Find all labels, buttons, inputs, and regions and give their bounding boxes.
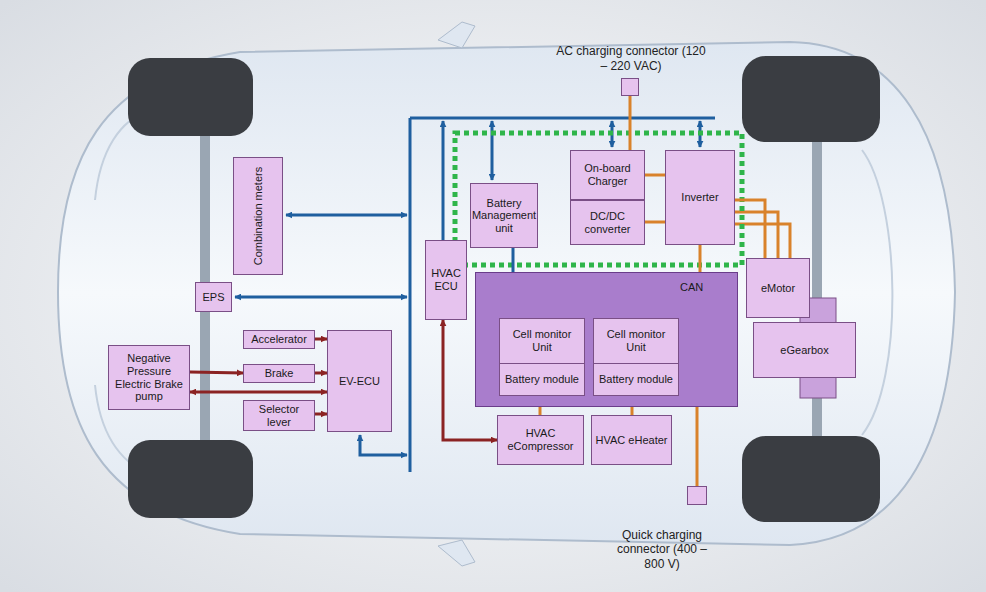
hood-line xyxy=(95,110,150,475)
car-body xyxy=(58,42,955,545)
wheel xyxy=(742,436,880,522)
bus-line xyxy=(409,118,412,472)
box-label: Brake xyxy=(265,367,294,380)
bus-label: CAN xyxy=(680,281,703,294)
component-box: Selector lever xyxy=(243,400,315,431)
connector xyxy=(645,174,665,177)
connector xyxy=(645,221,665,224)
connector-label: Quick charging connector (400 – 800 V) xyxy=(606,528,718,571)
connector xyxy=(315,413,327,416)
connector xyxy=(190,391,327,394)
box-label: Negative Pressure Electric Brake pump xyxy=(112,352,186,403)
connector xyxy=(512,248,515,272)
box-label: Battery module xyxy=(500,364,584,395)
box-label: HVAC ECU xyxy=(429,267,463,292)
battery-module-box: Cell monitor UnitBattery module xyxy=(499,318,585,396)
component-box: EPS xyxy=(195,282,232,312)
box-label: eGearbox xyxy=(780,344,828,357)
component-box: HVAC eCompressor xyxy=(497,415,584,465)
component-box: EV-ECU xyxy=(327,330,392,432)
connector xyxy=(539,407,542,415)
wheel xyxy=(128,58,253,136)
connector-label: AC charging connector (120 – 220 VAC) xyxy=(556,44,706,73)
connector xyxy=(190,372,243,373)
bus-stub xyxy=(360,435,407,455)
connector xyxy=(631,407,634,415)
component-box: Negative Pressure Electric Brake pump xyxy=(108,345,190,410)
connector xyxy=(315,338,327,341)
box-label: Selector lever xyxy=(247,403,311,428)
bus-stub xyxy=(286,214,407,217)
box-label: Accelerator xyxy=(251,333,307,346)
component-box: eGearbox xyxy=(753,322,856,378)
component-box: HVAC eHeater xyxy=(591,415,672,465)
bus-line xyxy=(410,117,715,120)
box-label: eMotor xyxy=(761,282,795,295)
charging-connector: Quick charging connector (400 – 800 V) xyxy=(687,486,707,505)
component-box: Battery Management unit xyxy=(470,183,538,248)
box-label: HVAC eCompressor xyxy=(501,427,580,452)
box-label: Battery Management unit xyxy=(472,197,536,235)
box-label: HVAC eHeater xyxy=(596,434,668,447)
component-box: DC/DC converter xyxy=(570,200,645,245)
box-label: Cell monitor Unit xyxy=(594,319,678,364)
connector xyxy=(629,96,632,150)
bus-stub xyxy=(235,296,407,299)
bus-stub xyxy=(442,121,445,240)
component-box: HVAC ECU xyxy=(425,240,467,320)
battery-pack: CANCell monitor UnitBattery moduleCell m… xyxy=(475,272,738,407)
component-box: Brake xyxy=(243,364,315,383)
connector xyxy=(699,245,702,272)
wheel xyxy=(128,440,253,518)
component-box: eMotor xyxy=(746,258,810,318)
mirror xyxy=(438,540,475,566)
rear-line xyxy=(862,150,892,435)
ecu-box: Combination meters xyxy=(233,157,283,275)
connector xyxy=(735,200,765,258)
component-box: Inverter xyxy=(665,150,735,245)
mirror xyxy=(438,22,475,48)
bus-stub xyxy=(491,121,494,180)
box-label: Battery module xyxy=(594,364,678,395)
wheel xyxy=(742,56,880,142)
box-label: DC/DC converter xyxy=(574,210,641,235)
box-label: On-board Charger xyxy=(574,162,641,187)
box-label: Inverter xyxy=(681,191,718,204)
box-label: EPS xyxy=(202,291,224,304)
component-box: On-board Charger xyxy=(570,150,645,200)
connector xyxy=(315,372,327,375)
component-box: Accelerator xyxy=(243,330,315,349)
box-label: Cell monitor Unit xyxy=(500,319,584,364)
charging-connector: AC charging connector (120 – 220 VAC) xyxy=(621,78,639,96)
box-label: EV-ECU xyxy=(339,375,380,388)
box-label: Combination meters xyxy=(252,161,265,271)
connector xyxy=(696,407,699,486)
battery-module-box: Cell monitor UnitBattery module xyxy=(593,318,679,396)
